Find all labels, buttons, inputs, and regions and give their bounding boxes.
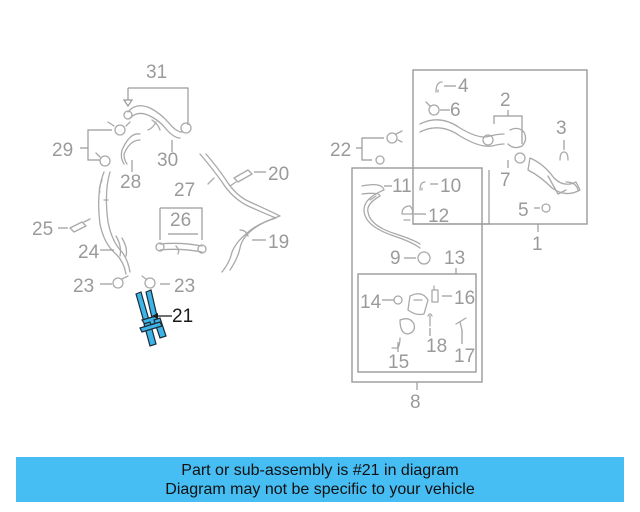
hose-24 [98,171,131,275]
bolt-17 [455,317,467,331]
clip-4 [435,81,443,93]
hose-28 [120,133,141,165]
callout-9: 9 [390,248,401,269]
clamp-6 [425,101,440,116]
callout-4: 4 [458,76,469,97]
clamp-23-right [141,275,156,289]
callout-14: 14 [360,292,382,313]
callout-10: 10 [440,176,461,197]
hose-box-8 [361,184,421,249]
clamp-22 [375,130,403,165]
callout-18: 18 [426,336,447,357]
callout-23-left: 23 [73,276,94,297]
callout-3: 3 [556,118,567,139]
callout-28: 28 [120,172,141,193]
banner-line-1: Part or sub-assembly is #21 in diagram [181,462,459,479]
callout-17: 17 [454,346,475,367]
hose-19 [199,153,281,273]
callout-30: 30 [157,150,178,171]
callout-16: 16 [454,288,475,309]
bracket-31 [122,87,189,125]
callout-23-right: 23 [174,276,195,297]
banner-line-2: Diagram may not be specific to your vehi… [165,481,475,498]
oring-5 [541,203,551,213]
callout-22: 22 [330,140,351,161]
sensor-15-b [391,337,401,349]
valve-16 [431,285,439,303]
callout-24: 24 [78,242,100,263]
callout-11: 11 [392,176,412,197]
callout-27: 27 [174,180,195,201]
sensor-15-a [399,318,416,335]
callout-2: 2 [500,90,511,111]
callout-7: 7 [500,170,511,191]
bolt-25 [69,218,91,233]
hose-30 [123,105,192,139]
callout-13: 13 [444,248,465,269]
callout-31: 31 [146,62,167,83]
clamp-12 [401,205,414,221]
hose-21-highlighted [135,289,167,347]
callout-5: 5 [518,200,529,221]
fitting-14 [393,293,429,316]
callout-1: 1 [532,234,543,255]
callout-25: 25 [32,219,53,240]
info-banner: Part or sub-assembly is #21 in diagram D… [16,457,624,502]
callout-8: 8 [410,392,421,413]
callout-12: 12 [428,206,449,227]
clip-10 [419,181,426,191]
callout-26: 26 [170,210,191,231]
hose-box-1 [419,119,505,147]
assembly-box-13 [357,273,477,373]
callout-6: 6 [450,100,461,121]
bolt-18 [427,313,433,327]
callout-29: 29 [52,140,73,161]
hose-26 [155,242,207,255]
clip-3 [559,151,569,161]
thermostat-2 [507,127,527,164]
callout-15: 15 [388,352,409,373]
callout-21: 21 [172,306,193,327]
outlet-box-1 [527,157,581,195]
clamp-23-left [112,275,129,289]
parts-diagram: 31 30 29 28 24 25 23 [32,62,588,413]
assembly-box-1 [412,69,588,225]
bolt-20 [229,169,253,187]
callout-19: 19 [268,232,289,253]
oring-9 [417,251,431,265]
callout-20: 20 [268,164,289,185]
clamp-29 [95,121,131,167]
